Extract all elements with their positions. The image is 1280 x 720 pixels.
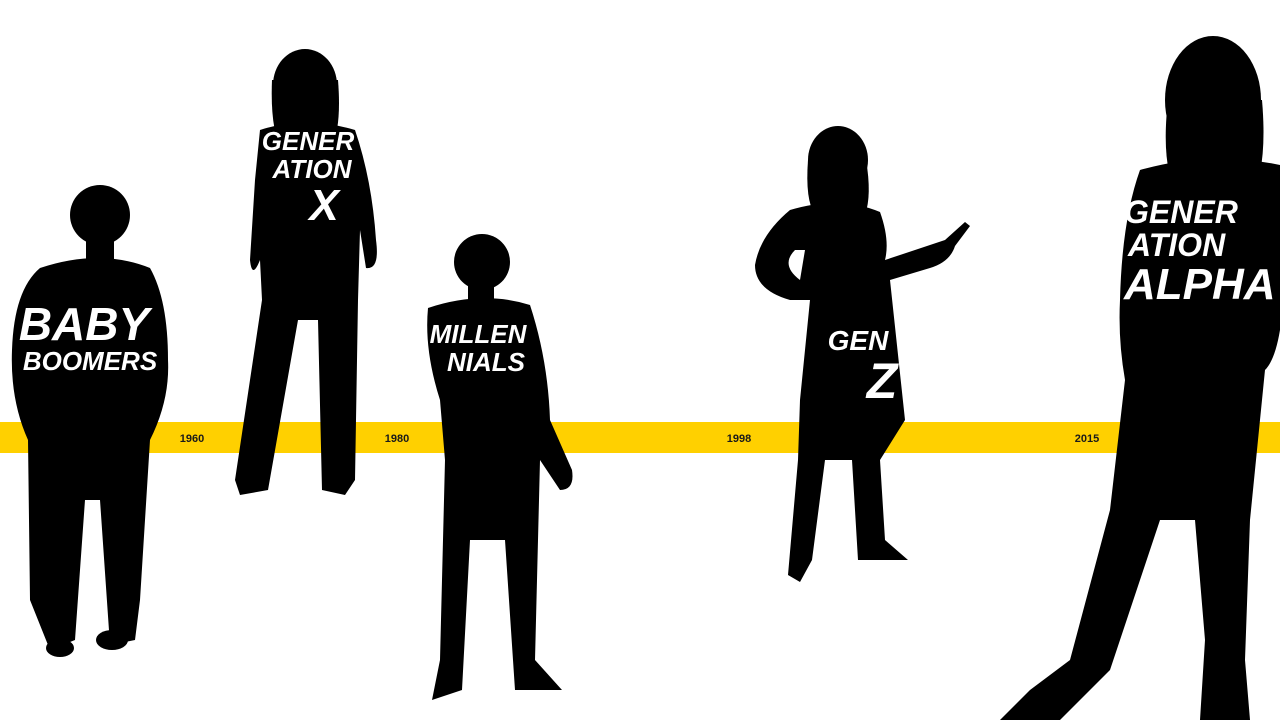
silhouette-millennials	[427, 234, 573, 700]
label-millennials-line-1: MILLEN	[430, 319, 528, 349]
year-label-1960: 1960	[180, 433, 204, 445]
label-generation-alpha-line-1: GENER	[1124, 194, 1238, 230]
silhouette-generation-x	[235, 49, 377, 495]
silhouette-generation-alpha	[1000, 36, 1280, 720]
year-label-2015: 2015	[1075, 433, 1099, 445]
label-generation-alpha: GENER ATION ALPHA	[1123, 194, 1276, 309]
label-baby-boomers: BABY BOOMERS	[19, 298, 158, 376]
timeline-bar	[0, 422, 1280, 453]
label-baby-boomers-line-1: BABY	[19, 298, 154, 350]
silhouette-baby-boomers	[11, 185, 169, 657]
label-generation-x-line-1: GENER	[262, 126, 355, 156]
label-generation-x-line-2: ATION	[272, 154, 353, 184]
label-generation-alpha-line-2: ATION	[1127, 227, 1226, 263]
label-gen-z-line-1: GEN	[828, 325, 889, 356]
label-generation-x-line-3: X	[306, 181, 341, 230]
label-millennials-line-2: NIALS	[447, 347, 526, 377]
label-millennials: MILLEN NIALS	[430, 319, 528, 377]
label-generation-x: GENER ATION X	[262, 126, 355, 230]
label-gen-z-line-2: Z	[865, 353, 900, 409]
year-label-1998: 1998	[727, 433, 751, 445]
label-gen-z: GEN Z	[828, 325, 900, 409]
year-label-1980: 1980	[385, 433, 409, 445]
label-generation-alpha-line-3: ALPHA	[1123, 260, 1276, 309]
label-baby-boomers-line-2: BOOMERS	[23, 346, 158, 376]
silhouette-gen-z	[755, 126, 970, 582]
